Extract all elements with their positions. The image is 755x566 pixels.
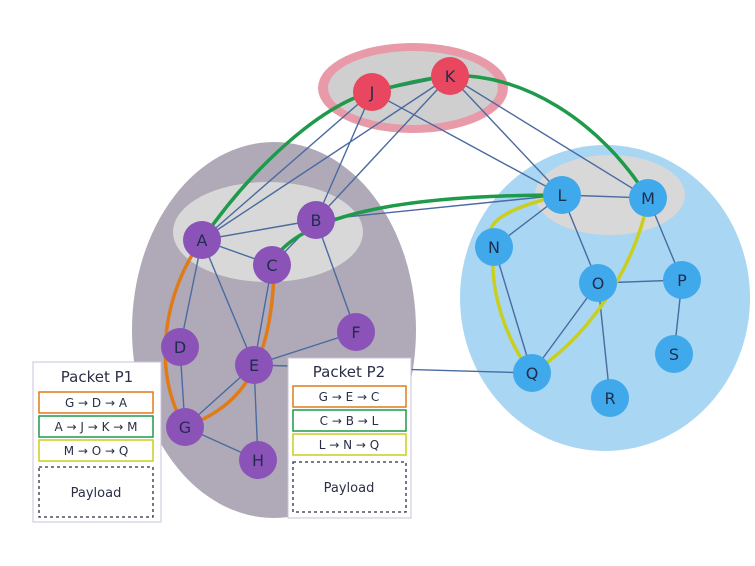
node-P-label: P xyxy=(677,271,687,290)
node-R-label: R xyxy=(604,389,615,408)
packet-p1-route-1-box xyxy=(38,391,154,414)
packet-p1-title: Packet P1 xyxy=(61,368,133,386)
edge-K-L xyxy=(449,75,563,196)
edge-K-B xyxy=(315,75,451,221)
node-A-circle xyxy=(183,221,221,259)
edge-J-A xyxy=(201,91,373,241)
packet-p2-payload: Payload xyxy=(324,481,375,496)
packet-p1-payload-box xyxy=(38,466,154,518)
packet-p1: Packet P1 G → D → A A → J → K → M M → O … xyxy=(32,361,162,523)
edge-J-L xyxy=(371,91,563,196)
node-G-label: G xyxy=(179,418,191,437)
route-p1-green xyxy=(200,74,650,242)
edge-N-Q xyxy=(493,246,533,374)
packet-p1-route-2: A → J → K → M xyxy=(54,420,137,434)
node-E: E xyxy=(235,346,273,384)
edge-O-R xyxy=(597,282,611,399)
node-J-label: J xyxy=(369,83,375,102)
edge-J-B xyxy=(315,91,373,221)
packet-p2-route-1: G → E → C xyxy=(319,390,380,404)
node-M-circle xyxy=(629,179,667,217)
node-O: O xyxy=(579,264,617,302)
packet-p1-route-2-box xyxy=(38,415,154,438)
packet-p1-route-1: G → D → A xyxy=(65,396,128,410)
node-H: H xyxy=(239,441,277,479)
node-N-label: N xyxy=(488,238,500,257)
edge-B-F xyxy=(315,219,357,333)
node-J: J xyxy=(353,73,391,111)
node-O-label: O xyxy=(592,274,605,293)
node-F-label: F xyxy=(351,323,360,342)
node-N: N xyxy=(475,228,513,266)
node-G-circle xyxy=(166,408,204,446)
node-B-label: B xyxy=(311,211,322,230)
packet-p1-route-3-box xyxy=(38,439,154,462)
node-R-circle xyxy=(591,379,629,417)
edge-A-E xyxy=(201,239,255,366)
node-S-circle xyxy=(655,335,693,373)
nodes: J K A B C D E F G H L M N O P Q R S xyxy=(161,57,701,479)
node-A: A xyxy=(183,221,221,259)
node-D-label: D xyxy=(174,338,186,357)
packet-p2-payload-box xyxy=(292,461,407,513)
packet-p2: Packet P2 G → E → C C → B → L L → N → Q … xyxy=(287,357,412,519)
node-D-circle xyxy=(161,328,199,366)
node-S-label: S xyxy=(669,345,679,364)
node-Q: Q xyxy=(513,354,551,392)
node-F: F xyxy=(337,313,375,351)
node-B: B xyxy=(297,201,335,239)
node-N-circle xyxy=(475,228,513,266)
edge-K-A xyxy=(201,75,451,241)
node-K: K xyxy=(431,57,469,95)
node-C: C xyxy=(253,246,291,284)
node-K-circle xyxy=(431,57,469,95)
route-p1-orange xyxy=(163,238,204,429)
node-L: L xyxy=(543,176,581,214)
edge-B-L xyxy=(315,194,563,221)
node-K-label: K xyxy=(445,67,456,86)
node-M-label: M xyxy=(641,189,655,208)
node-E-label: E xyxy=(249,356,259,375)
packet-p2-route-3-box xyxy=(292,433,407,456)
packet-p1-payload: Payload xyxy=(71,486,122,501)
node-P: P xyxy=(663,261,701,299)
packet-p2-route-3: L → N → Q xyxy=(319,438,379,452)
node-C-circle xyxy=(253,246,291,284)
node-C-label: C xyxy=(266,256,277,275)
routes xyxy=(163,74,650,429)
node-F-circle xyxy=(337,313,375,351)
node-B-circle xyxy=(297,201,335,239)
node-G: G xyxy=(166,408,204,446)
node-E-circle xyxy=(235,346,273,384)
packet-p2-route-2: C → B → L xyxy=(320,414,379,428)
node-R: R xyxy=(591,379,629,417)
node-J-circle xyxy=(353,73,391,111)
node-P-circle xyxy=(663,261,701,299)
edge-K-M xyxy=(449,75,649,199)
node-S: S xyxy=(655,335,693,373)
node-L-circle xyxy=(543,176,581,214)
node-H-circle xyxy=(239,441,277,479)
node-M: M xyxy=(629,179,667,217)
node-H-label: H xyxy=(252,451,264,470)
node-Q-label: Q xyxy=(526,364,539,383)
node-D: D xyxy=(161,328,199,366)
node-L-label: L xyxy=(558,186,567,205)
packet-p1-route-3: M → O → Q xyxy=(64,444,129,458)
node-O-circle xyxy=(579,264,617,302)
node-A-label: A xyxy=(197,231,208,250)
node-Q-circle xyxy=(513,354,551,392)
route-p2-green xyxy=(270,193,564,264)
packet-p2-route-2-box xyxy=(292,409,407,432)
packet-p2-title: Packet P2 xyxy=(313,363,385,381)
packet-p2-route-1-box xyxy=(292,385,407,408)
edge-A-B xyxy=(201,219,317,241)
